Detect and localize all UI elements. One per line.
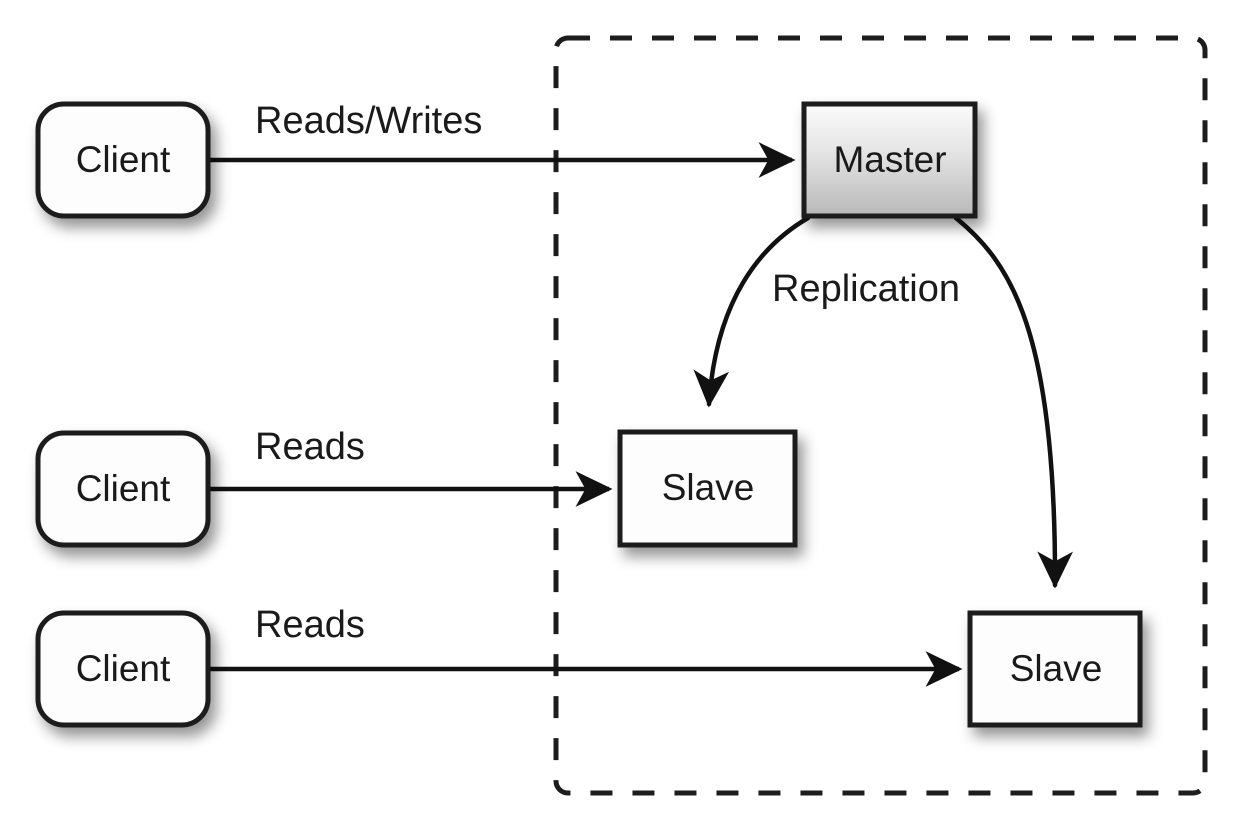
client-1-label: Client: [76, 139, 171, 180]
slave-2-box[interactable]: [967, 610, 1143, 728]
slave-1-label: Slave: [662, 467, 755, 508]
node-master[interactable]: Master: [801, 101, 978, 219]
node-client-3[interactable]: Client: [35, 610, 211, 728]
node-slave-2[interactable]: Slave: [967, 610, 1143, 728]
edge-label-replication: Replication: [772, 268, 960, 310]
edge-label-reads-slave1: Reads: [255, 426, 365, 468]
master-label: Master: [833, 139, 946, 180]
edge-master-to-slave1: [693, 215, 811, 408]
master-box[interactable]: [801, 101, 978, 219]
client-3-label: Client: [76, 648, 171, 689]
client-2-box[interactable]: [35, 430, 211, 548]
client-3-box[interactable]: [35, 610, 211, 728]
client-1-box[interactable]: [35, 101, 211, 219]
edge-label-reads-slave2: Reads: [255, 604, 365, 646]
node-client-2[interactable]: Client: [35, 430, 211, 548]
edge-label-reads-writes: Reads/Writes: [255, 100, 482, 142]
edge-master-to-slave2: [953, 215, 1073, 589]
node-slave-1[interactable]: Slave: [617, 429, 798, 548]
slave-1-box[interactable]: [617, 429, 798, 548]
node-client-1[interactable]: Client: [35, 101, 211, 219]
client-2-label: Client: [76, 468, 171, 509]
slave-2-label: Slave: [1010, 648, 1103, 689]
replication-boundary: [553, 35, 1208, 796]
